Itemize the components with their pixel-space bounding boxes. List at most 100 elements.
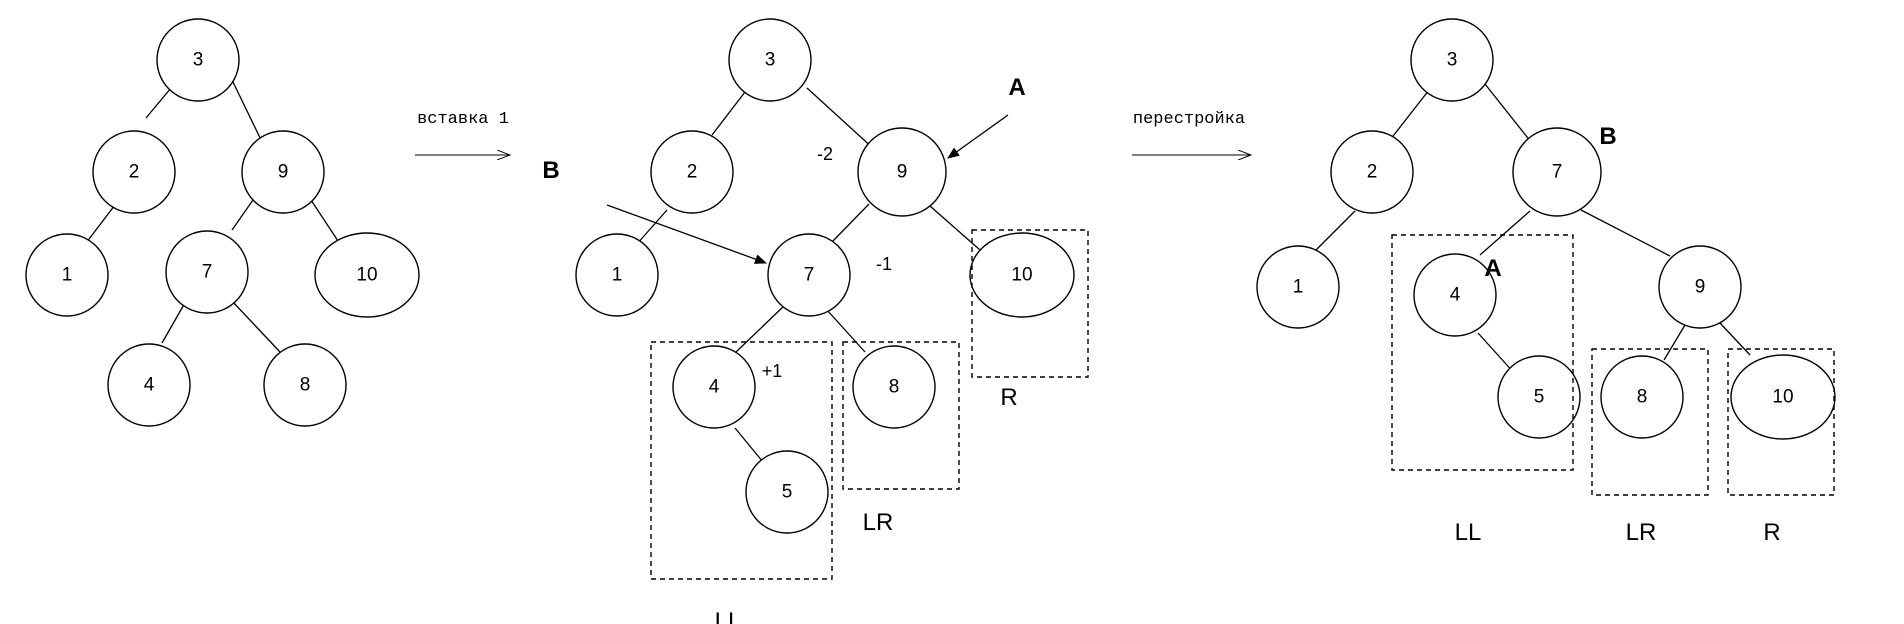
node-label: 4 (709, 377, 720, 398)
node-label: 9 (1695, 277, 1706, 298)
node-label: 10 (1011, 265, 1032, 286)
edge (1477, 332, 1516, 375)
subtree-label: R (1000, 384, 1017, 411)
tree-node: 7 (1512, 127, 1602, 217)
edge (826, 309, 866, 353)
subtree-label: R (1763, 519, 1780, 546)
tree-node: 7 (165, 230, 249, 314)
edge (1580, 209, 1671, 257)
tree-node: 9 (1658, 245, 1742, 329)
tree-node: 2 (1330, 130, 1414, 214)
node-label: 2 (1367, 162, 1378, 183)
node-label: 1 (612, 265, 623, 286)
subtree-box (971, 229, 1089, 378)
subtree-box (842, 341, 960, 490)
marker-label: B (542, 157, 559, 184)
marker-label: A (1008, 74, 1025, 101)
node-label: 7 (804, 265, 815, 286)
node-label: 7 (202, 262, 213, 283)
tree-node: 10 (314, 232, 420, 318)
tree-node: 10 (1730, 354, 1836, 440)
subtree-box (650, 341, 833, 580)
tree-node: 10 (969, 232, 1075, 318)
marker-label: B (1599, 123, 1616, 150)
edge (1312, 210, 1356, 254)
subtree-label: LR (863, 509, 894, 536)
tree-node: 2 (92, 130, 176, 214)
tree-node: 1 (25, 233, 109, 317)
edge (1484, 83, 1536, 148)
node-label: 4 (144, 375, 155, 396)
tree-node: 3 (156, 18, 240, 102)
edge (231, 300, 281, 353)
tree-node: 4 (1413, 253, 1497, 337)
tree-node: 5 (745, 450, 829, 534)
edge (831, 203, 870, 243)
marker-arrow (947, 114, 1009, 159)
marker-label: A (1484, 255, 1501, 282)
balance-factor: -1 (876, 254, 892, 274)
edge (929, 205, 981, 251)
tree-node: 4 (672, 345, 756, 429)
tree-node: 9 (857, 127, 947, 217)
subtree-label: LR (1626, 519, 1657, 546)
node-label: 3 (1447, 50, 1458, 71)
tree-node: 2 (650, 130, 734, 214)
tree-node: 5 (1497, 355, 1581, 439)
edge (231, 199, 254, 231)
edge (1389, 89, 1430, 141)
operation-label: вставка 1 (417, 110, 509, 129)
node-label: 7 (1552, 162, 1563, 183)
tree-node: 7 (767, 233, 851, 317)
edge (232, 81, 264, 145)
edge (735, 304, 786, 353)
node-label: 4 (1450, 285, 1461, 306)
tree-node: 1 (575, 233, 659, 317)
subtree-label: LL (715, 608, 742, 624)
node-label: 5 (782, 482, 793, 503)
edge (806, 87, 876, 151)
balance-factor: +1 (762, 361, 783, 381)
subtree-box (1591, 348, 1709, 496)
node-label: 5 (1534, 387, 1545, 408)
node-label: 10 (1772, 387, 1793, 408)
tree-node: 4 (107, 343, 191, 427)
tree-after-insert: 3 2 9 1 7 10 4 8 (542, 18, 1089, 624)
tree-node: 3 (728, 18, 812, 102)
tree-node: 8 (263, 343, 347, 427)
edge (711, 91, 746, 136)
subtree-box (1391, 234, 1574, 471)
edge (1479, 210, 1531, 256)
node-label: 8 (889, 377, 900, 398)
operation-rebuild: перестройка (1132, 110, 1251, 155)
node-label: 2 (129, 162, 140, 183)
tree-initial: 3 2 9 1 7 10 4 8 (25, 18, 420, 427)
node-label: 9 (278, 162, 289, 183)
edge (161, 300, 187, 344)
operation-label: перестройка (1133, 110, 1245, 129)
edge (1719, 322, 1751, 356)
node-label: 8 (300, 375, 311, 396)
node-label: 2 (687, 162, 698, 183)
operation-insert: вставка 1 (415, 110, 510, 155)
edge (310, 199, 343, 248)
subtree-label: LL (1455, 519, 1482, 546)
edge (1663, 324, 1686, 361)
tree-node: 8 (852, 345, 936, 429)
edge (85, 200, 119, 244)
node-label: 3 (765, 50, 776, 71)
edge (635, 209, 668, 246)
tree-node: 3 (1410, 18, 1494, 102)
tree-node: 9 (241, 130, 325, 214)
node-label: 10 (356, 265, 377, 286)
tree-after-rebuild: 3 2 7 1 4 9 5 8 (1256, 18, 1836, 546)
tree-node: 8 (1600, 355, 1684, 439)
marker-arrow (606, 204, 767, 264)
balance-factor: -2 (817, 144, 833, 164)
node-label: 8 (1637, 387, 1648, 408)
tree-node: 1 (1256, 245, 1340, 329)
node-label: 1 (62, 265, 73, 286)
node-label: 3 (193, 50, 204, 71)
node-label: 1 (1293, 277, 1304, 298)
